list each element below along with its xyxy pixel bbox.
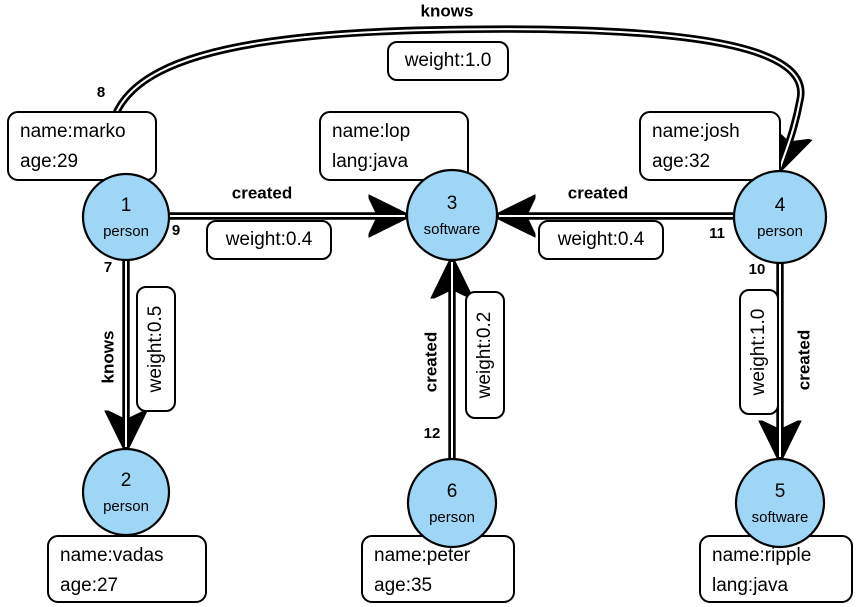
weight-box-10 (739, 289, 779, 415)
node-label-2: person (103, 498, 149, 515)
node-prop-5-0: name:ripple (712, 545, 811, 566)
weight-label-7: weight:0.5 (145, 306, 166, 394)
weight-box-8 (387, 41, 509, 81)
edge-id-9: 9 (172, 222, 180, 239)
node-id-1: 1 (121, 195, 132, 216)
node-label-3: software (424, 221, 481, 238)
node-label-4: person (757, 223, 803, 240)
node-id-2: 2 (121, 470, 132, 491)
edge-weight-9: weight:0.4 (206, 220, 332, 260)
node-prop-4-0: name:josh (652, 121, 740, 142)
edge-label-10: created (794, 330, 813, 390)
weight-label-11: weight:0.4 (557, 229, 645, 250)
node-circle-5[interactable] (734, 457, 826, 549)
weight-box-7 (136, 286, 176, 412)
weight-label-9: weight:0.4 (225, 229, 313, 250)
node-circle-4[interactable] (732, 169, 828, 265)
edge-label-7: knows (98, 331, 117, 384)
node-prop-1-1: age:29 (20, 151, 78, 172)
node-label-5: software (752, 509, 809, 526)
node-props-3: name:lop lang:java (319, 111, 469, 181)
edge-text-10: created 10 (747, 260, 814, 392)
node-circle-1[interactable] (81, 172, 171, 262)
node-circle-6[interactable] (406, 457, 498, 549)
weight-label-12: weight:0.2 (474, 312, 495, 400)
node-3[interactable]: 3 software (405, 168, 499, 262)
weight-box-11 (538, 220, 664, 260)
node-id-3: 3 (447, 193, 458, 214)
edge-weight-boxes-layer: weight:1.0 weight:0.4 weight:0.4 weight:0.5… (136, 41, 779, 419)
edge-id-11: 11 (709, 225, 725, 242)
edges-layer (105, 25, 802, 461)
node-props-box-3 (319, 111, 469, 181)
edge-text-9: created 9 (171, 182, 294, 240)
node-props-4: name:josh age:32 (639, 111, 781, 181)
edge-label-9: created (232, 183, 292, 202)
node-id-6: 6 (447, 481, 458, 502)
node-circle-2[interactable] (81, 447, 171, 537)
weight-box-9 (206, 220, 332, 260)
edge-label-12: created (421, 332, 440, 392)
edge-text-7: knows 7 (97, 258, 119, 385)
weight-label-10: weight:1.0 (748, 309, 769, 397)
edge-text-11: created 11 (566, 182, 726, 243)
node-prop-6-1: age:35 (374, 575, 432, 596)
node-label-1: person (103, 223, 149, 240)
edge-weight-8: weight:1.0 (387, 41, 509, 81)
node-prop-3-1: lang:java (332, 151, 408, 172)
node-4[interactable]: 4 person (732, 169, 828, 265)
node-property-boxes-layer: name:marko age:29 name:vadas age:27 name:lop… (7, 111, 853, 603)
edge-id-8: 8 (97, 84, 105, 101)
node-1[interactable]: 1 person (81, 172, 171, 262)
edge-text-12: created 12 (420, 330, 442, 443)
node-id-4: 4 (775, 195, 786, 216)
edge-weight-10: weight:1.0 (739, 289, 779, 415)
edge-labels-layer: knows8created9created11knows7created10cr… (96, 0, 815, 443)
node-prop-3-0: name:lop (332, 121, 410, 142)
node-props-box-1 (7, 111, 157, 181)
edge-8 (105, 25, 802, 173)
node-props-2: name:vadas age:27 (47, 535, 207, 603)
weight-box-12 (465, 291, 505, 419)
edge-id-7: 7 (104, 259, 112, 276)
node-6[interactable]: 6 person (406, 457, 498, 549)
edge-core-8 (108, 28, 802, 173)
edge-weight-11: weight:0.4 (538, 220, 664, 260)
node-prop-6-0: name:peter (374, 545, 471, 566)
node-circle-3[interactable] (405, 168, 499, 262)
edge-id-12: 12 (424, 425, 441, 442)
node-label-6: person (429, 509, 475, 526)
node-prop-2-1: age:27 (60, 575, 118, 596)
edge-text-8: knows 8 (96, 0, 475, 102)
edge-label-8: knows (421, 1, 474, 20)
node-props-6: name:peter age:35 (361, 535, 515, 603)
node-props-box-4 (639, 111, 781, 181)
node-prop-1-0: name:marko (20, 121, 126, 142)
node-id-5: 5 (775, 481, 786, 502)
nodes-layer: 1 person 2 person 3 software 4 person 5 software 6… (81, 168, 828, 549)
weight-label-8: weight:1.0 (404, 50, 492, 71)
node-prop-5-1: lang:java (712, 575, 788, 596)
node-prop-4-1: age:32 (652, 151, 710, 172)
node-prop-2-0: name:vadas (60, 545, 164, 566)
node-2[interactable]: 2 person (81, 447, 171, 537)
edge-label-11: created (568, 183, 628, 202)
node-props-1: name:marko age:29 (7, 111, 157, 181)
edge-id-10: 10 (749, 261, 766, 278)
edge-weight-12: weight:0.2 (465, 291, 505, 419)
edge-weight-7: weight:0.5 (136, 286, 176, 412)
node-5[interactable]: 5 software (734, 457, 826, 549)
node-props-5: name:ripple lang:java (699, 535, 853, 603)
